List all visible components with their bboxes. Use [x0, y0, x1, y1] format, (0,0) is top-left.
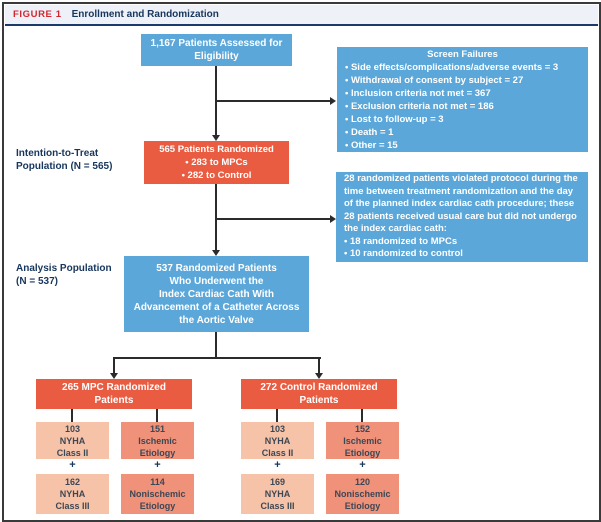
assessed-eligibility-text: 1,167 Patients Assessed for Eligibility	[150, 38, 283, 62]
randomized-565-item: • 283 to MPCs	[185, 157, 248, 168]
connector-mpc-to-nyha2	[71, 409, 73, 422]
arrowhead-right-icon	[330, 215, 336, 223]
analysis-population-label: Analysis Population (N = 537)	[16, 263, 112, 288]
plus-symbol: +	[69, 459, 76, 471]
mpc-ischemic-box: 151 Ischemic Etiology	[121, 422, 194, 459]
category-label: Etiology	[139, 501, 176, 511]
category-label: NYHA	[59, 489, 86, 499]
connector-split-horizontal	[113, 357, 321, 359]
screen-failure-item: • Other = 15	[345, 139, 398, 151]
connector-control-to-ischemic	[361, 409, 363, 422]
count-value: 169	[269, 477, 286, 487]
screen-failure-item: • Lost to follow-up = 3	[345, 113, 444, 125]
screen-failures-title: Screen Failures	[427, 48, 498, 60]
category-label: NYHA	[264, 489, 291, 499]
control-nonischemic-box: 120 Nonischemic Etiology	[326, 474, 399, 514]
screen-failure-item: • Death = 1	[345, 126, 394, 138]
arrowhead-right-icon	[330, 97, 336, 105]
screen-failure-item: • Exclusion criteria not met = 186	[345, 100, 494, 112]
analysis-537-line: Index Cardiac Cath With	[159, 288, 274, 300]
mpc-arm-box: 265 MPC Randomized Patients	[36, 379, 192, 409]
connector-to-protocol-violation	[216, 218, 330, 220]
category-label: Nonischemic	[129, 489, 186, 499]
protocol-violation-box: 28 randomized patients violated protocol…	[336, 172, 588, 262]
analysis-537-line: the Aortic Valve	[179, 314, 254, 326]
count-value: 152	[354, 423, 371, 434]
analysis-537-box: 537 Randomized Patients Who Underwent th…	[124, 256, 309, 332]
itt-population-label-line1: Intention-to-Treat	[16, 148, 99, 159]
mpc-arm-title-line2: Patients	[94, 395, 134, 406]
analysis-537-line: Who Underwent the	[169, 275, 264, 287]
category-label: Nonischemic	[334, 489, 391, 499]
count-value: 114	[150, 477, 165, 487]
connector-to-screen-failures	[216, 100, 330, 102]
figure-title: Enrollment and Randomization	[71, 9, 219, 20]
category-label: Class II	[56, 447, 89, 458]
plus-symbol: +	[359, 459, 366, 471]
mpc-nyha-class3-box: 162 NYHA Class III	[36, 474, 109, 514]
screen-failure-item: • Inclusion criteria not met = 367	[345, 87, 491, 99]
arrowhead-down-icon	[212, 250, 220, 256]
itt-population-label-line2: Population (N = 565)	[16, 160, 113, 172]
analysis-537-line: Advancement of a Catheter Across	[133, 301, 300, 313]
screen-failure-item: • Withdrawal of consent by subject = 27	[345, 74, 524, 86]
category-label: Etiology	[139, 447, 176, 458]
itt-population-label: Intention-to-Treat Population (N = 565)	[16, 148, 112, 173]
control-arm-box: 272 Control Randomized Patients	[241, 379, 397, 409]
category-label: Etiology	[344, 501, 381, 511]
connector-analysis-to-split	[215, 332, 217, 359]
protocol-violation-text: 28 randomized patients violated protocol…	[344, 173, 578, 235]
figure-number-label: FIGURE 1	[13, 9, 62, 20]
control-arm-title-line1: 272 Control Randomized	[260, 382, 378, 393]
analysis-population-label-line2: (N = 537)	[16, 275, 58, 287]
randomized-565-box: 565 Patients Randomized • 283 to MPCs • …	[144, 141, 289, 184]
count-value: 103	[269, 423, 286, 434]
category-label: Etiology	[344, 447, 381, 458]
category-label: Class III	[260, 501, 295, 511]
screen-failures-box: Screen Failures • Side effects/complicat…	[337, 47, 588, 152]
arrowhead-down-icon	[212, 135, 220, 141]
arrowhead-down-icon	[315, 373, 323, 379]
assessed-eligibility-box: 1,167 Patients Assessed for Eligibility	[141, 34, 292, 66]
protocol-violation-item: • 10 randomized to control	[344, 248, 463, 260]
analysis-537-line: 537 Randomized Patients	[156, 262, 277, 274]
analysis-population-label-line1: Analysis Population	[16, 263, 112, 274]
mpc-nyha-class2-box: 103 NYHA Class II	[36, 422, 109, 459]
category-label: NYHA	[59, 435, 86, 446]
figure-header: FIGURE 1 Enrollment and Randomization	[5, 5, 598, 26]
control-nyha-class3-box: 169 NYHA Class III	[241, 474, 314, 514]
connector-mpc-to-ischemic	[156, 409, 158, 422]
category-label: Ischemic	[343, 435, 382, 446]
randomized-565-item: • 282 to Control	[181, 170, 252, 181]
connector-randomized-to-analysis	[215, 184, 217, 250]
mpc-arm-title-line1: 265 MPC Randomized	[62, 382, 166, 393]
screen-failure-item: • Side effects/complications/adverse eve…	[345, 61, 559, 73]
figure-canvas: FIGURE 1 Enrollment and Randomization 1,…	[4, 4, 599, 520]
count-value: 120	[354, 477, 371, 487]
plus-symbol: +	[154, 459, 161, 471]
count-value: 151	[149, 423, 166, 434]
control-nyha-class2-box: 103 NYHA Class II	[241, 422, 314, 459]
count-value: 162	[64, 477, 81, 487]
plus-symbol: +	[274, 459, 281, 471]
category-label: Class II	[261, 447, 294, 458]
mpc-nonischemic-box: 114 Nonischemic Etiology	[121, 474, 194, 514]
connector-control-to-nyha2	[276, 409, 278, 422]
randomized-565-title: 565 Patients Randomized	[159, 144, 274, 155]
control-ischemic-box: 152 Ischemic Etiology	[326, 422, 399, 459]
count-value: 103	[64, 423, 81, 434]
protocol-violation-item: • 18 randomized to MPCs	[344, 235, 458, 247]
control-arm-title-line2: Patients	[299, 395, 339, 406]
category-label: Ischemic	[138, 435, 177, 446]
category-label: Class III	[55, 501, 90, 511]
arrowhead-down-icon	[110, 373, 118, 379]
category-label: NYHA	[264, 435, 291, 446]
connector-split-to-mpc	[113, 357, 115, 373]
connector-split-to-control	[318, 357, 320, 373]
